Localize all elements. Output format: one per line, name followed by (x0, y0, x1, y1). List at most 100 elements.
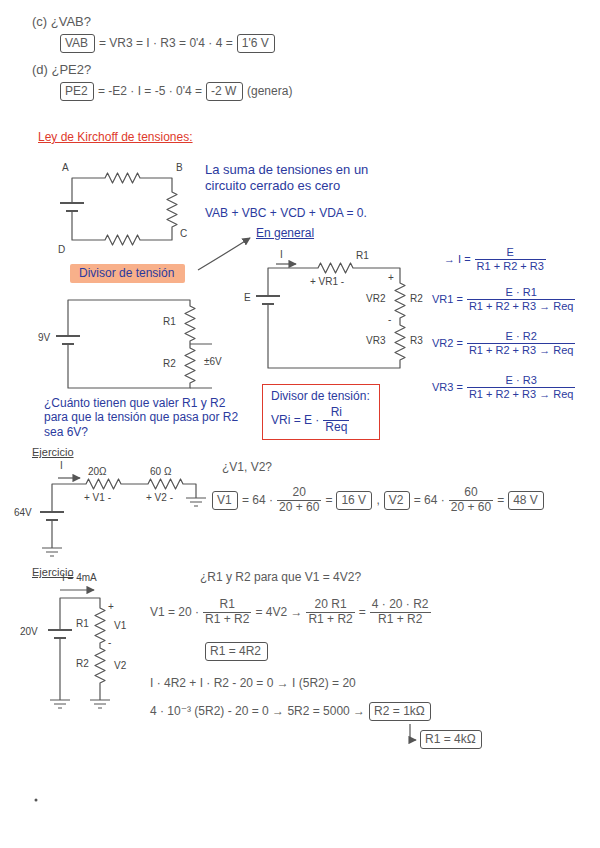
text-row: + (108, 601, 114, 613)
text-row: I = 4mA (62, 572, 97, 584)
equation-text: R1 + R2 + R3 → Req (467, 300, 576, 313)
equation-text: 20 R1 (306, 598, 354, 613)
equation-text: = (325, 493, 332, 507)
equation-text: R1 + R2 (306, 613, 354, 627)
equation-text: R1 + R2 + R3 → Req (467, 344, 576, 357)
formula-text: Req (323, 421, 349, 435)
answer-text: 48 V (513, 493, 538, 507)
rule-text: La suma de tensiones en un circuito cerr… (205, 162, 395, 193)
side-note: (genera) (247, 84, 292, 98)
component-label: R1 (76, 618, 89, 630)
formula-text: Divisor de tensión: (271, 389, 370, 403)
text-row: VR1 = E · R1R1 + R2 + R3 → Req (432, 286, 575, 312)
component-label: VR2 (366, 293, 385, 305)
circuit-wire (68, 300, 195, 388)
formula-text: Ri (323, 406, 349, 421)
answer-box: R1 = 4R2 (205, 642, 268, 661)
component-label: + (108, 601, 114, 613)
text-row: R1 (163, 316, 176, 328)
circuit-wire (60, 598, 105, 700)
text-row: I (280, 249, 283, 261)
equation-text: VR1 = (432, 293, 463, 306)
answer-text: R2 = 1kΩ (374, 704, 425, 718)
battery-symbol (56, 336, 80, 344)
text-row: R2 (163, 358, 176, 370)
text-row: V1= 64 ·2020 + 60=16 V,V2= 64 ·6020 + 60… (212, 486, 544, 515)
component-label: VR3 (366, 335, 385, 347)
text-row: VR3 =E · R3R1 + R2 + R3 → Req (432, 374, 575, 400)
highlight-band: Divisor de tensión (70, 264, 185, 283)
equation-text: = -E2 · I = -5 · 0'4 = (98, 84, 202, 98)
equation-text: I · 4R2 + I · R2 - 20 = 0 → I (5R2) = 20 (150, 676, 356, 690)
text-row: Divisor de tensión (70, 264, 185, 283)
component-label: R1 (356, 250, 369, 262)
formula-line: Divisor de tensión: (271, 389, 370, 403)
question-text: ¿V1, V2? (222, 460, 272, 474)
component-label: 9V (38, 332, 50, 344)
component-label: 64V (14, 507, 32, 519)
fraction: 20 R1R1 + R2 (306, 598, 354, 627)
answer-text: Divisor de tensión (79, 266, 174, 280)
fraction: 6020 + 60 (449, 486, 493, 515)
text-row: R1 = 4R2 (205, 642, 268, 661)
text-row: - (108, 637, 111, 649)
ink-dot (35, 799, 38, 802)
text-row: 60 Ω (150, 466, 171, 478)
node-letter: A (62, 162, 69, 174)
equation-text: VR3 = (432, 381, 463, 394)
fraction: E · R1R1 + R2 + R3 → Req (467, 286, 576, 312)
text-row: → I =ER1 + R2 + R3 (444, 246, 546, 272)
text-row: En general (256, 226, 314, 240)
circuit-wire (268, 263, 405, 368)
equation-text: 60 (449, 486, 493, 501)
fraction: RiReq (323, 406, 349, 435)
text-row: R1 = 4kΩ (420, 730, 482, 749)
result-hook (410, 724, 416, 740)
battery-symbol (60, 203, 84, 211)
text-row: R1 (356, 250, 369, 262)
equation-text: = 4V2 → (255, 605, 302, 619)
text-row: 9V (38, 332, 50, 344)
equation-text: 20 + 60 (449, 501, 493, 515)
component-label: R3 (410, 335, 423, 347)
text-row: VAB= VR3 = I · R3 = 0'4 · 4 =1'6 V (60, 34, 275, 53)
component-label: E (244, 292, 251, 304)
text-row: V2 (114, 660, 126, 672)
text-row: VAB + VBC + VCD + VDA = 0. (205, 206, 367, 220)
text-row: PE2 = -E2 · I = -5 · 0'4 = -2 W (genera) (60, 82, 292, 101)
question-heading: (d) ¿PE2? (32, 62, 91, 78)
ground-symbol (50, 700, 110, 708)
component-label: V1 (114, 620, 126, 632)
component-label: + V1 - (84, 492, 111, 504)
answer-box: 48 V (508, 491, 544, 510)
component-label: + (388, 272, 394, 284)
equation-text: 4 · 10⁻³ (5R2) - 20 = 0 → 5R2 = 5000 → (150, 704, 365, 718)
text-row: + V1 - (84, 492, 111, 504)
fraction: R1R1 + R2 (203, 598, 251, 627)
text-row: 20Ω (88, 466, 107, 478)
node-letter: B (176, 162, 183, 174)
component-label: + V2 - (146, 492, 173, 504)
text-row: V1 = 20 ·R1R1 + R2= 4V2 →20 R1R1 + R2=4 … (150, 598, 431, 627)
component-label: R2 (410, 293, 423, 305)
equation-text: R1 + R2 (203, 613, 251, 627)
equation-text: E · R3 (467, 374, 576, 388)
answer-text: VAB (65, 36, 88, 50)
side-note: En general (256, 226, 314, 240)
text-row: VR3 (366, 335, 385, 347)
battery-symbol (40, 512, 64, 520)
equation-text: = (359, 605, 366, 619)
text-row: (c) ¿VAB? (32, 14, 91, 30)
answer-text: -2 W (211, 84, 236, 98)
current-arrow (276, 263, 296, 264)
ground-symbol (42, 498, 206, 556)
text-row: ¿Cuánto tienen que valer R1 y R2 para qu… (44, 396, 244, 439)
equation-text: V1 = 20 · (150, 605, 199, 619)
answer-box: PE2 (60, 82, 94, 101)
text-row: Divisor de tensión:VRi = E ·RiReq (262, 384, 380, 440)
node-letter: C (180, 228, 187, 240)
text-row: La suma de tensiones en un circuito cerr… (205, 162, 395, 193)
node-letter: D (58, 244, 65, 256)
text-row: B (176, 162, 183, 174)
